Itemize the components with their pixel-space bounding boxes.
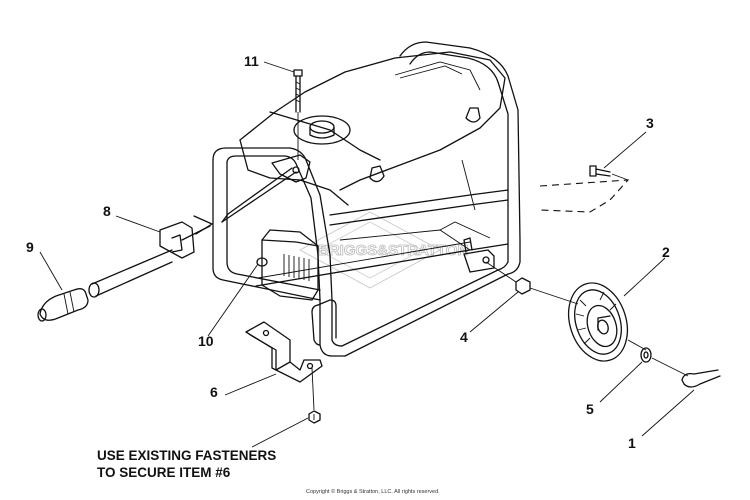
cooling-vents [283, 254, 310, 281]
fastener-note: USE EXISTING FASTENERS TO SECURE ITEM #6 [97, 447, 276, 481]
bracket-6 [245, 321, 323, 411]
callout-10: 11 [244, 53, 259, 69]
fastener-nut [308, 410, 321, 424]
bolt-10 [293, 69, 303, 160]
leader-lines [39, 61, 695, 448]
callout-1: 1 [628, 435, 636, 451]
callout-8: 8 [103, 203, 111, 219]
handle-mount-bracket [221, 154, 311, 223]
callout-2: 2 [662, 244, 670, 260]
copyright-text: Copyright © Briggs & Stratton, LLC. All … [306, 489, 440, 495]
screw-3 [539, 165, 630, 213]
callout-6: 6 [210, 384, 218, 400]
wheel-2 [567, 282, 647, 362]
nut-4 [485, 261, 579, 305]
washer-5 [640, 347, 689, 377]
pin-1 [681, 369, 721, 388]
callout-5: 5 [586, 401, 594, 417]
callout-9: 9 [26, 239, 34, 255]
note-line-2: TO SECURE ITEM #6 [97, 465, 231, 480]
handle-assembly [37, 215, 213, 322]
callout-3: 3 [646, 115, 654, 131]
watermark: BRIGGS&STRATTON [299, 211, 469, 289]
callout-4: 4 [460, 329, 468, 345]
generator-frame [212, 41, 521, 357]
callout-11: 10 [198, 333, 214, 349]
watermark-text: BRIGGS&STRATTON [318, 242, 468, 259]
note-line-1: USE EXISTING FASTENERS [97, 448, 277, 463]
